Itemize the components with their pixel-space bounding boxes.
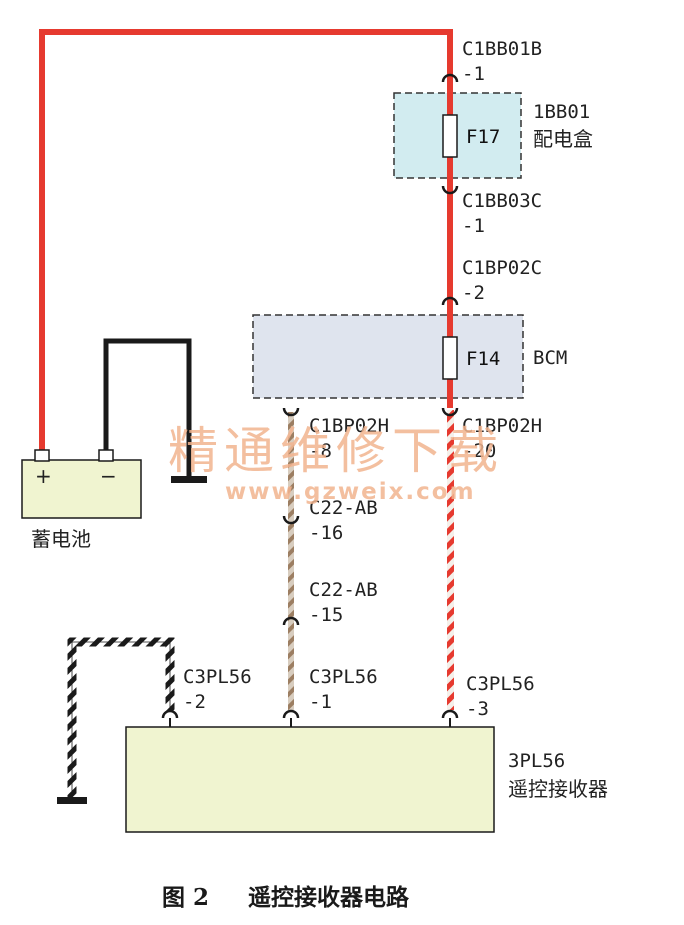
red-white-wire	[447, 410, 454, 710]
battery-label: 蓄电池	[31, 527, 91, 551]
connector-c1bp02h-left-name: C1BP02H	[309, 415, 389, 437]
fuse-f17-icon	[442, 114, 458, 158]
connector-c1bp02c-icon	[441, 296, 459, 306]
remote-receiver-module	[125, 726, 495, 833]
ground-symbol	[171, 476, 207, 483]
connector-c1bp02c-pin: -2	[462, 282, 485, 304]
connector-c3pl56-1-pin: -1	[309, 691, 332, 713]
figure-number: 图 2	[162, 884, 209, 911]
battery: + −	[21, 449, 142, 519]
fuse-f14-label: F14	[466, 348, 500, 370]
battery-plus-sign: +	[35, 464, 52, 488]
connector-c1bb01b-icon	[441, 73, 459, 83]
connector-c1bp02h-right-name: C1BP02H	[462, 415, 542, 437]
connector-c1bb01b-pin: -1	[462, 63, 485, 85]
battery-negative-wire	[103, 338, 192, 478]
fuse-f17-label: F17	[466, 126, 500, 148]
tan-wire	[288, 412, 294, 710]
connector-c22ab-16-pin: -16	[309, 522, 343, 544]
connector-c1bb03c-pin: -1	[462, 215, 485, 237]
connector-c3pl56-3-name: C3PL56	[466, 673, 535, 695]
receiver-name: 遥控接收器	[508, 777, 608, 801]
connector-c1bb01b-name: C1BB01B	[462, 38, 542, 60]
fuse-box-name: 配电盒	[533, 127, 593, 151]
watermark-title: 精通维修下载	[168, 422, 504, 480]
receiver-ground-wire-outline	[71, 641, 171, 800]
figure-title: 遥控接收器电路	[248, 884, 410, 911]
connector-c22ab-15-name: C22-AB	[309, 579, 378, 601]
battery-positive-wire	[39, 29, 453, 450]
connector-c22ab-16-icon	[282, 515, 300, 525]
connector-c3pl56-3-pin: -3	[466, 698, 489, 720]
connector-c22ab-15-pin: -15	[309, 604, 343, 626]
battery-minus-sign: −	[100, 464, 117, 488]
receiver-ground-symbol	[57, 797, 87, 804]
connector-c1bp02h-right-pin: -20	[462, 440, 496, 462]
bcm-module	[252, 314, 524, 399]
connector-c1bp02h-left-pin: -8	[309, 440, 332, 462]
watermark-url: www.gzweix.com	[225, 479, 476, 505]
fuse-f14-icon	[442, 336, 458, 380]
connector-c3pl56-2-name: C3PL56	[183, 666, 252, 688]
connector-c1bb03c-icon	[441, 185, 459, 195]
connector-c22ab-16-name: C22-AB	[309, 497, 378, 519]
connector-c1bp02c-name: C1BP02C	[462, 257, 542, 279]
connector-c22ab-15-icon	[282, 616, 300, 626]
connector-c1bb03c-name: C1BB03C	[462, 190, 542, 212]
connector-c3pl56-1-name: C3PL56	[309, 666, 378, 688]
connector-c3pl56-2-pin: -2	[183, 691, 206, 713]
fuse-box-code: 1BB01	[533, 101, 590, 123]
connector-c3pl56-2-icon	[161, 709, 179, 719]
connector-c3pl56-3-icon	[441, 709, 459, 719]
receiver-code: 3PL56	[508, 750, 565, 772]
bcm-name: BCM	[533, 347, 567, 369]
connector-c1bp02h-left-icon	[282, 407, 300, 417]
connector-c1bp02h-right-icon	[441, 407, 459, 417]
connector-c3pl56-1-icon	[282, 709, 300, 719]
